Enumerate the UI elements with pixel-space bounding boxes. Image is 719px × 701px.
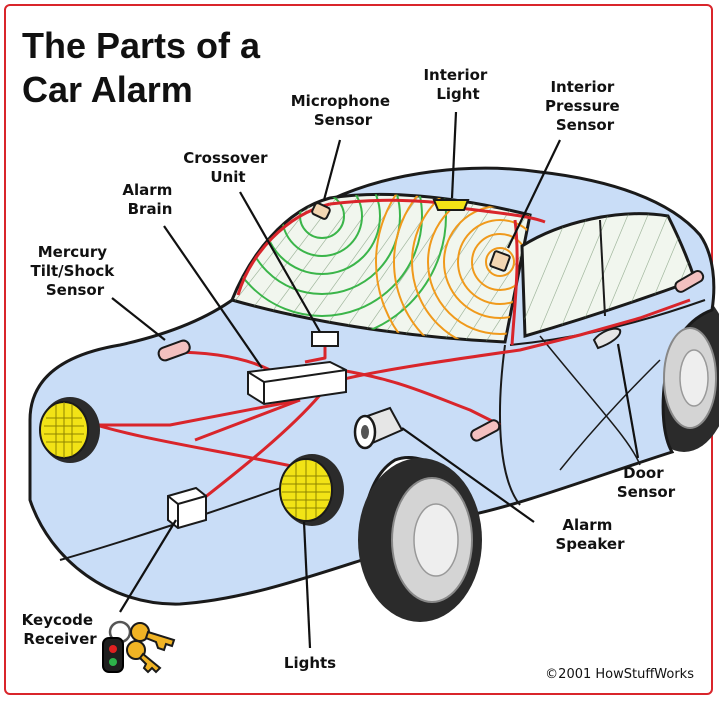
right-headlight <box>279 454 344 526</box>
door-seam <box>539 335 641 466</box>
diagram-title-line1: The Parts of a <box>22 25 261 66</box>
fob-button-red <box>109 645 117 653</box>
label-alarm-speaker: Alarm Speaker <box>556 516 626 553</box>
alarm-speaker-device <box>353 406 404 450</box>
label-alarm-brain: Alarm Brain <box>122 181 177 218</box>
label-interior-pressure-sensor: Interior Pressure Sensor <box>545 78 625 134</box>
wire-left-headlight <box>80 398 301 427</box>
leader-interior-light <box>450 111 458 199</box>
wire-right-headlight <box>79 418 311 472</box>
leader-alarm-brain <box>163 225 263 369</box>
window-pillar <box>599 219 606 317</box>
leader-door <box>616 343 640 459</box>
leader-lines <box>111 111 640 649</box>
side-window-hatching <box>522 213 695 331</box>
leader-keycode <box>119 519 177 613</box>
microphone-sensor-device <box>311 202 331 220</box>
diagram-title-line2: Car Alarm <box>22 69 193 110</box>
rear-hub-center <box>679 349 709 407</box>
wire-door <box>339 298 691 382</box>
label-crossover-unit: Crossover Unit <box>183 149 272 186</box>
leader-mercury <box>111 297 166 341</box>
key-icon-2 <box>126 640 162 674</box>
rear-wheel <box>663 327 717 429</box>
key-fob <box>102 620 176 674</box>
crossover-unit-box <box>311 331 339 347</box>
interior-light-device <box>432 199 470 211</box>
side-window-glass <box>520 212 697 338</box>
wire-crossover <box>304 345 327 364</box>
door-sensor-device <box>592 327 622 350</box>
leader-microphone <box>322 139 342 201</box>
side-window <box>520 212 697 338</box>
front-hub-center <box>413 503 459 577</box>
label-mercury-sensor: Mercury Tilt/Shock Sensor <box>30 243 119 299</box>
leader-lights <box>302 521 312 649</box>
door-rear-line <box>559 359 661 471</box>
leader-speaker <box>401 427 535 523</box>
alarm-brain-box <box>247 360 347 406</box>
leader-crossover <box>239 191 321 333</box>
label-door-sensor: Door Sensor <box>617 464 676 501</box>
door-front-edge <box>499 344 521 506</box>
label-microphone-sensor: Microphone Sensor <box>291 92 395 129</box>
copyright-credit: ©2001 HowStuffWorks <box>545 667 694 682</box>
wire-roof <box>459 206 546 224</box>
keycode-receiver-box <box>167 486 207 530</box>
front-wheel <box>358 458 482 622</box>
label-interior-light: Interior Light <box>423 66 492 103</box>
side-marker <box>470 419 501 442</box>
left-headlight <box>39 397 100 463</box>
interior-pressure-sensor-device <box>489 250 511 272</box>
mercury-tilt-sensor <box>157 339 191 362</box>
remote-fob <box>102 637 124 673</box>
wire-keycode <box>194 394 322 507</box>
rear-marker <box>674 270 705 293</box>
part-labels: Microphone Sensor Interior Light Interio… <box>22 66 695 682</box>
components <box>39 199 705 530</box>
fob-button-green <box>109 658 117 666</box>
wire-lights-junction <box>194 398 301 442</box>
leader-pressure <box>507 139 561 249</box>
label-keycode-receiver: Keycode Receiver <box>22 611 99 648</box>
label-lights: Lights <box>284 654 336 672</box>
windshield <box>229 192 532 344</box>
